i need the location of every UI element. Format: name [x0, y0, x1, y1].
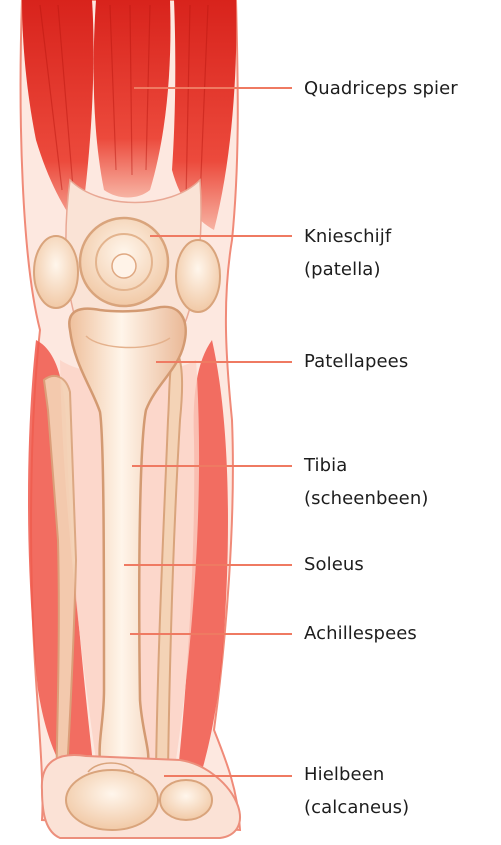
label-soleus: Soleus	[304, 548, 364, 581]
label-achillespees: Achillespees	[304, 617, 417, 650]
label-knieschijf-line2: (patella)	[304, 253, 391, 286]
label-hielbeen-line2: (calcaneus)	[304, 791, 409, 824]
label-quadriceps-line1: Quadriceps spier	[304, 72, 458, 105]
label-quadriceps: Quadriceps spier	[304, 72, 458, 105]
condyle-left	[34, 236, 78, 308]
label-knieschijf: Knieschijf (patella)	[304, 220, 391, 286]
label-knieschijf-line1: Knieschijf	[304, 220, 391, 253]
label-tibia: Tibia (scheenbeen)	[304, 449, 428, 515]
label-tibia-line2: (scheenbeen)	[304, 482, 428, 515]
label-achillespees-line1: Achillespees	[304, 617, 417, 650]
condyle-right	[176, 240, 220, 312]
label-patellapees-line1: Patellapees	[304, 345, 408, 378]
label-soleus-line1: Soleus	[304, 548, 364, 581]
label-hielbeen: Hielbeen (calcaneus)	[304, 758, 409, 824]
calcaneus	[66, 770, 158, 830]
label-hielbeen-line1: Hielbeen	[304, 758, 409, 791]
label-patellapees: Patellapees	[304, 345, 408, 378]
label-tibia-line1: Tibia	[304, 449, 428, 482]
